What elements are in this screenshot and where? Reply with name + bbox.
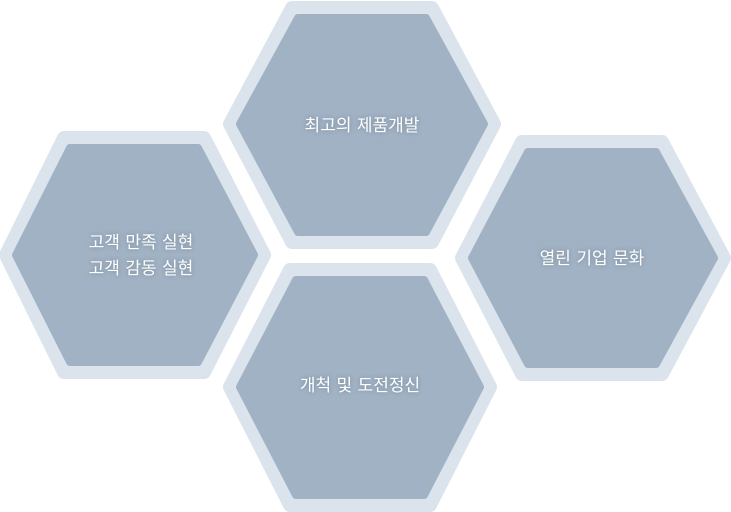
label-line: 고객 만족 실현 — [88, 233, 194, 253]
hexagon-bottom — [223, 263, 497, 512]
hexagon-left — [0, 131, 271, 379]
hexagon-top-label: 최고의 제품개발 — [305, 113, 420, 139]
hexagon-left-label: 고객 만족 실현 고객 감동 실현 — [89, 230, 194, 282]
label-line: 최고의 제품개발 — [304, 116, 420, 136]
label-line: 고객 감동 실현 — [88, 259, 194, 279]
hexagon-right — [455, 135, 731, 381]
hexagon-bottom-label: 개척 및 도전정신 — [300, 373, 420, 399]
hexagon-top — [223, 1, 501, 249]
label-line: 열린 기업 문화 — [539, 249, 645, 269]
label-line: 개척 및 도전정신 — [299, 376, 421, 396]
hexagon-right-label: 열린 기업 문화 — [540, 246, 645, 272]
